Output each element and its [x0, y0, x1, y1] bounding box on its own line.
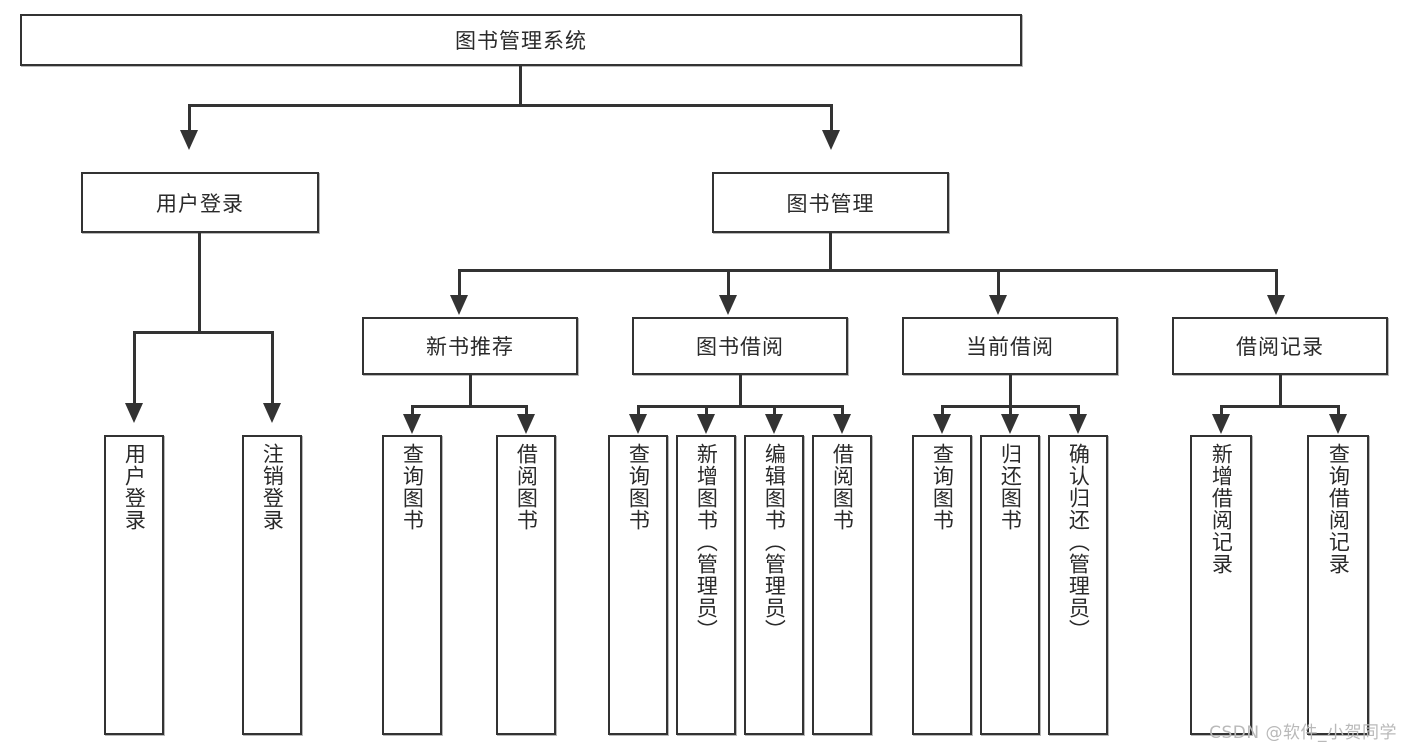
- node-borrow-record[interactable]: 借阅记录: [1172, 317, 1388, 375]
- connector-current-borrow-stem: [1009, 375, 1012, 407]
- arrow-to-leaf-query-book-a: [403, 414, 421, 434]
- connector-book-borrow-drop-4: [841, 405, 844, 417]
- arrow-to-new-book-recommend: [450, 295, 468, 315]
- connector-level3-drop-1: [458, 269, 461, 297]
- connector-current-borrow-drop-2: [1009, 405, 1012, 417]
- arrow-to-user-login: [180, 130, 198, 150]
- arrow-to-leaf-edit-book: [765, 414, 783, 434]
- leaf-logout[interactable]: 注销登录: [242, 435, 302, 735]
- leaf-return-book[interactable]: 归还图书: [980, 435, 1040, 735]
- connector-level2-drop-right: [830, 104, 833, 132]
- connector-user-login-drop-2: [271, 331, 274, 405]
- connector-current-borrow-drop-3: [1077, 405, 1080, 417]
- leaf-borrow-book[interactable]: 借阅图书: [812, 435, 872, 735]
- arrow-to-book-manage: [822, 130, 840, 150]
- connector-book-borrow-bus: [637, 405, 844, 408]
- connector-book-borrow-drop-3: [773, 405, 776, 417]
- connector-book-borrow-stem: [739, 375, 742, 407]
- arrow-to-book-borrow: [719, 295, 737, 315]
- leaf-query-book-recommend[interactable]: 查询图书: [382, 435, 442, 735]
- arrow-to-borrow-record: [1267, 295, 1285, 315]
- connector-level2-bus: [188, 104, 833, 107]
- connector-user-login-bus: [133, 331, 274, 334]
- connector-new-book-drop-1: [411, 405, 414, 417]
- connector-level3-drop-3: [997, 269, 1000, 297]
- arrow-to-leaf-borrow-book-a: [517, 414, 535, 434]
- arrow-to-leaf-return-book: [1001, 414, 1019, 434]
- node-current-borrow[interactable]: 当前借阅: [902, 317, 1118, 375]
- leaf-borrow-book-recommend[interactable]: 借阅图书: [496, 435, 556, 735]
- arrow-to-leaf-user-login: [125, 403, 143, 423]
- leaf-query-borrow-record[interactable]: 查询借阅记录: [1307, 435, 1369, 735]
- connector-borrow-record-drop-1: [1220, 405, 1223, 417]
- leaf-edit-book-admin[interactable]: 编辑图书（管理员）: [744, 435, 804, 735]
- connector-level3-drop-4: [1275, 269, 1278, 297]
- connector-level3-bus: [458, 269, 1278, 272]
- arrow-to-leaf-borrow-book-b: [833, 414, 851, 434]
- connector-user-login-drop-1: [133, 331, 136, 405]
- arrow-to-leaf-logout: [263, 403, 281, 423]
- connector-book-borrow-drop-1: [637, 405, 640, 417]
- arrow-to-leaf-query-book-c: [933, 414, 951, 434]
- node-book-manage[interactable]: 图书管理: [712, 172, 949, 233]
- arrow-to-leaf-confirm-return: [1069, 414, 1087, 434]
- connector-book-borrow-drop-2: [705, 405, 708, 417]
- connector-level2-drop-left: [188, 104, 191, 132]
- connector-new-book-bus: [411, 405, 528, 408]
- leaf-user-login[interactable]: 用户登录: [104, 435, 164, 735]
- arrow-to-leaf-add-book: [697, 414, 715, 434]
- arrow-to-leaf-query-record: [1329, 414, 1347, 434]
- connector-new-book-drop-2: [525, 405, 528, 417]
- arrow-to-leaf-query-book-b: [629, 414, 647, 434]
- connector-borrow-record-bus: [1220, 405, 1340, 408]
- leaf-add-borrow-record[interactable]: 新增借阅记录: [1190, 435, 1252, 735]
- leaf-query-book-current[interactable]: 查询图书: [912, 435, 972, 735]
- connector-user-login-stem: [198, 233, 201, 333]
- node-new-book-recommend[interactable]: 新书推荐: [362, 317, 578, 375]
- connector-current-borrow-drop-1: [941, 405, 944, 417]
- connector-level3-drop-2: [727, 269, 730, 297]
- arrow-to-current-borrow: [989, 295, 1007, 315]
- node-root-system[interactable]: 图书管理系统: [20, 14, 1022, 66]
- connector-new-book-stem: [469, 375, 472, 407]
- leaf-query-book-borrow[interactable]: 查询图书: [608, 435, 668, 735]
- leaf-confirm-return-admin[interactable]: 确认归还（管理员）: [1048, 435, 1108, 735]
- arrow-to-leaf-add-record: [1212, 414, 1230, 434]
- connector-borrow-record-drop-2: [1337, 405, 1340, 417]
- leaf-add-book-admin[interactable]: 新增图书（管理员）: [676, 435, 736, 735]
- connector-root-stem: [519, 66, 522, 106]
- connector-borrow-record-stem: [1279, 375, 1282, 407]
- connector-book-manage-stem: [829, 233, 832, 271]
- node-book-borrow[interactable]: 图书借阅: [632, 317, 848, 375]
- node-user-login[interactable]: 用户登录: [81, 172, 319, 233]
